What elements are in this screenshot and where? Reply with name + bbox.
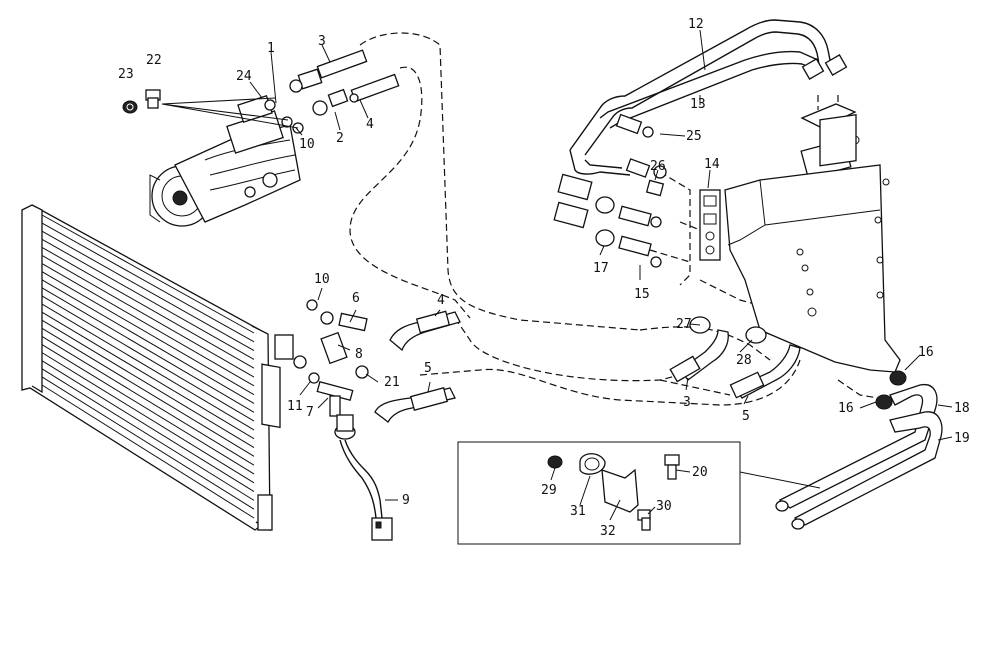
condenser-fin [41, 214, 255, 334]
callout-31: 31 [570, 504, 586, 519]
callout-4: 4 [366, 117, 374, 132]
callout-9: 9 [402, 493, 410, 508]
condenser-fin [41, 303, 255, 431]
callout-1: 1 [267, 41, 275, 56]
condenser-icon [21, 204, 307, 532]
callout-25: 25 [686, 129, 702, 144]
condenser-fin [41, 246, 255, 369]
callout-5: 5 [424, 361, 432, 376]
callout-21: 21 [384, 375, 400, 390]
condenser-fin [41, 344, 255, 475]
bolt-and-nut-icon [122, 89, 161, 114]
callout-19: 19 [954, 431, 970, 446]
callout-17: 17 [593, 261, 609, 276]
condenser-fin [41, 311, 255, 440]
condenser-fin [41, 352, 255, 484]
callout-29: 29 [541, 483, 557, 498]
evaporator-housing-icon [699, 113, 901, 373]
callout-6: 6 [352, 291, 360, 306]
callout-16: 16 [918, 345, 934, 360]
condenser-fin [41, 238, 255, 360]
condenser-fin [41, 287, 255, 413]
bracket-inset [457, 441, 821, 545]
hose-icon [374, 310, 461, 423]
callout-13: 13 [690, 97, 706, 112]
callout-11: 11 [287, 399, 303, 414]
condenser-fin [41, 327, 255, 457]
callout-10: 10 [299, 137, 315, 152]
callout-10b: 10 [314, 272, 330, 287]
condenser-fin [41, 295, 255, 422]
condenser-fin [41, 255, 255, 378]
condenser-fin [41, 336, 255, 466]
callout-3: 3 [318, 34, 326, 49]
condenser-fittings [306, 299, 369, 417]
callout-18: 18 [954, 401, 970, 416]
callout-4b: 4 [437, 293, 445, 308]
callout-12: 12 [688, 17, 704, 32]
callout-14: 14 [704, 157, 720, 172]
compressor-fittings [264, 49, 400, 134]
grommets-and-hoses [669, 316, 801, 399]
condenser-fin [41, 376, 255, 510]
leader-lines [249, 29, 953, 521]
callout-5b: 5 [742, 409, 750, 424]
condenser-fin [41, 384, 255, 519]
callout-15: 15 [634, 287, 650, 302]
callout-3b: 3 [683, 395, 691, 410]
condenser-fin [41, 222, 255, 343]
condenser-fin [41, 319, 255, 448]
refrigerant-lines [569, 19, 848, 179]
callout-2: 2 [336, 131, 344, 146]
condenser-fin [41, 263, 255, 387]
condenser-fin [41, 271, 255, 396]
condenser-fin [41, 368, 255, 501]
clamp-icon [579, 453, 606, 475]
condenser-fin [41, 279, 255, 404]
callout-22: 22 [146, 53, 162, 68]
evaporator-fittings [553, 173, 665, 268]
callout-28: 28 [736, 353, 752, 368]
hose-routes [349, 32, 891, 406]
callout-24: 24 [236, 69, 252, 84]
callout-30: 30 [656, 499, 672, 514]
callout-8: 8 [355, 347, 363, 362]
pressure-switch-icon [334, 414, 393, 541]
condenser-fin [41, 360, 255, 492]
callout-labels: 1 2 3 4 10 23 22 24 12 13 25 26 14 17 15… [118, 17, 970, 539]
callout-7: 7 [306, 405, 314, 420]
condenser-fin [41, 230, 255, 352]
callout-20: 20 [692, 465, 708, 480]
heater-hoses [775, 370, 943, 530]
callout-16b: 16 [838, 401, 854, 416]
callout-26: 26 [650, 159, 666, 174]
callout-27: 27 [676, 317, 692, 332]
callout-23: 23 [118, 67, 134, 82]
callout-32: 32 [600, 524, 616, 539]
compressor-icon [149, 94, 301, 227]
